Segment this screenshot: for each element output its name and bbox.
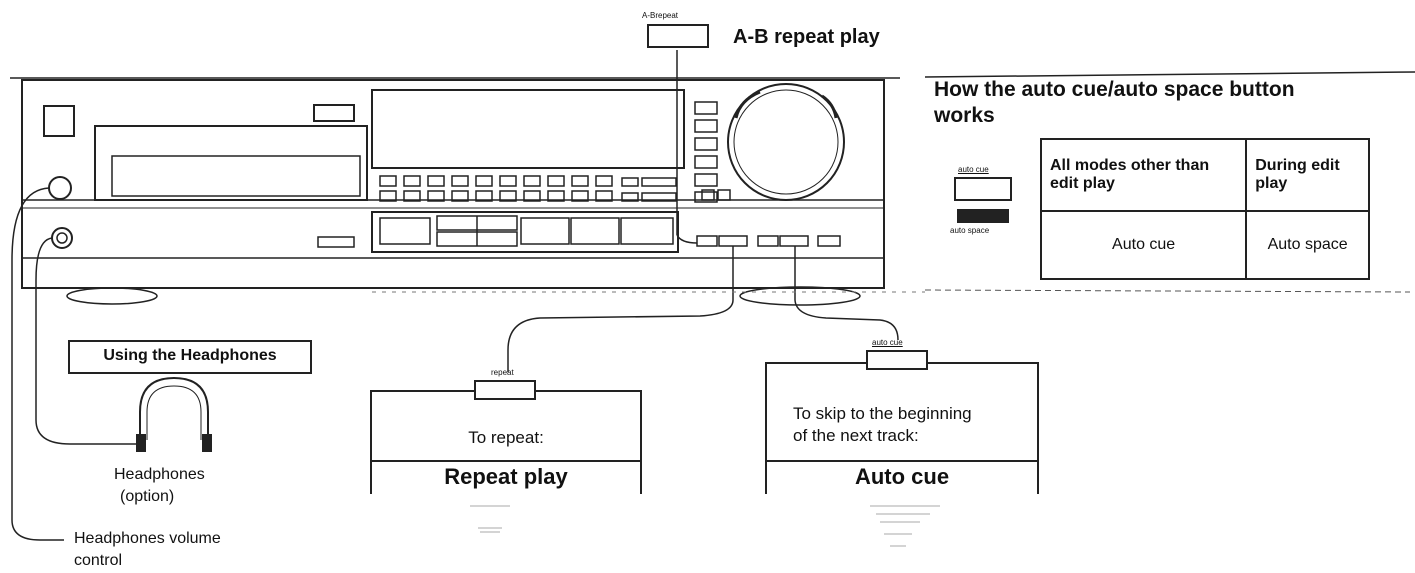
headphone-jack [51,227,73,249]
repeat-panel-title: Repeat play [372,460,640,494]
transport-section [371,211,679,253]
autocue-button-label: auto cue [872,338,903,347]
headphones-label-line2: (option) [120,488,175,505]
mode-table-col2-value: Auto space [1245,210,1370,280]
headphones-title-box: Using the Headphones [68,340,312,374]
volume-control-label-line1: Headphones volume [74,530,221,547]
section-heading-line2: works [934,104,995,127]
headphones-label-line1: Headphones [114,466,205,483]
jog-dial [727,83,845,201]
volume-control-label-line2: control [74,552,123,569]
repeat-panel: To repeat: Repeat play [370,390,642,494]
repeat-button-label: repeat [491,368,514,377]
mode-table-col1-header: All modes other than edit play [1039,138,1248,212]
mode-table: All modes other than edit play During ed… [1039,138,1370,280]
autocue-device-button [779,235,809,247]
device-foot-right [739,286,861,306]
repeat-device-button [718,235,748,247]
side-autocue-label: auto cue [958,165,989,174]
scan-marks-right [870,505,940,547]
side-autospace-indicator [957,209,1009,223]
mode-table-col1-value: Auto cue [1039,210,1248,280]
scan-marks-left [470,505,510,533]
ab-repeat-button[interactable] [647,24,709,48]
display-window [371,89,685,169]
disc-tray [94,125,368,201]
repeat-button[interactable] [474,380,536,400]
autocue-panel: To skip to the beginning of the next tra… [765,362,1039,494]
repeat-instruction: To repeat: [468,428,544,447]
ab-repeat-button-label: A-Brepeat [642,11,679,20]
side-autocue-button[interactable] [954,177,1012,201]
ab-repeat-caption: A-B repeat play [733,26,880,48]
keypad-grid [379,175,677,202]
power-button [43,105,75,137]
autocue-instruction-line1: To skip to the beginning [793,404,972,423]
device-foot-left [66,287,158,305]
eject-button [313,104,355,122]
headphones-icon [136,376,212,452]
autocue-panel-title: Auto cue [767,460,1037,494]
headphone-volume-knob [48,176,72,200]
autocue-instruction-line2: of the next track: [793,426,919,445]
section-heading-line1: How the auto cue/auto space button [934,78,1295,101]
side-autospace-label: auto space [950,226,990,235]
autocue-button[interactable] [866,350,928,370]
headphones-title: Using the Headphones [103,347,277,364]
mode-table-col2-header: During edit play [1245,138,1370,212]
